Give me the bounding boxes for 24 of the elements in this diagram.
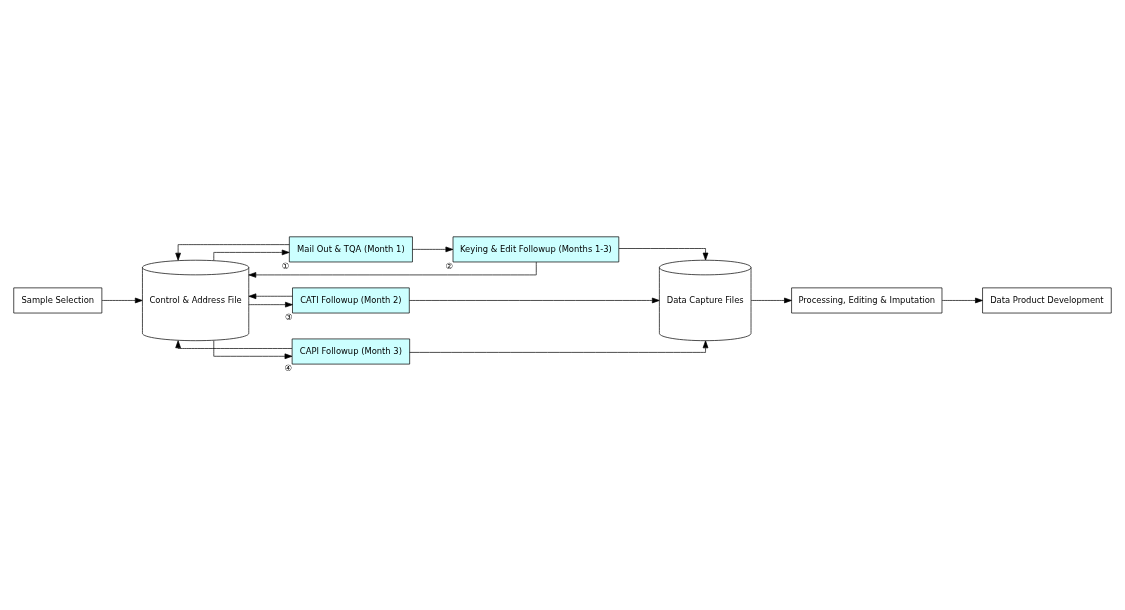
arrow bbox=[101, 297, 143, 304]
arrow bbox=[248, 301, 293, 308]
node-box: Data Product Development bbox=[982, 287, 1112, 314]
node-label: ① bbox=[281, 260, 290, 271]
node-box: Keying & Edit Followup (Months 1-3) bbox=[452, 236, 620, 263]
arrow bbox=[409, 340, 709, 353]
arrow bbox=[750, 297, 792, 304]
arrow bbox=[941, 297, 983, 304]
arrow bbox=[248, 293, 293, 300]
node-box: Processing, Editing & Imputation bbox=[791, 287, 943, 314]
arrow bbox=[213, 340, 293, 360]
arrow bbox=[175, 244, 290, 261]
node-box: Sample Selection bbox=[13, 287, 103, 314]
arrow bbox=[618, 248, 709, 261]
node-label: ③ bbox=[284, 311, 293, 322]
node-box: CATI Followup (Month 2) bbox=[292, 287, 410, 314]
node-label: ④ bbox=[284, 362, 293, 373]
arrow bbox=[175, 340, 293, 349]
node-box: CAPI Followup (Month 3) bbox=[291, 338, 410, 365]
arrow bbox=[409, 297, 660, 304]
node-box: Mail Out & TQA (Month 1) bbox=[289, 236, 413, 263]
node-label: ② bbox=[445, 260, 453, 271]
arrow bbox=[412, 246, 454, 253]
arrow bbox=[213, 249, 290, 261]
